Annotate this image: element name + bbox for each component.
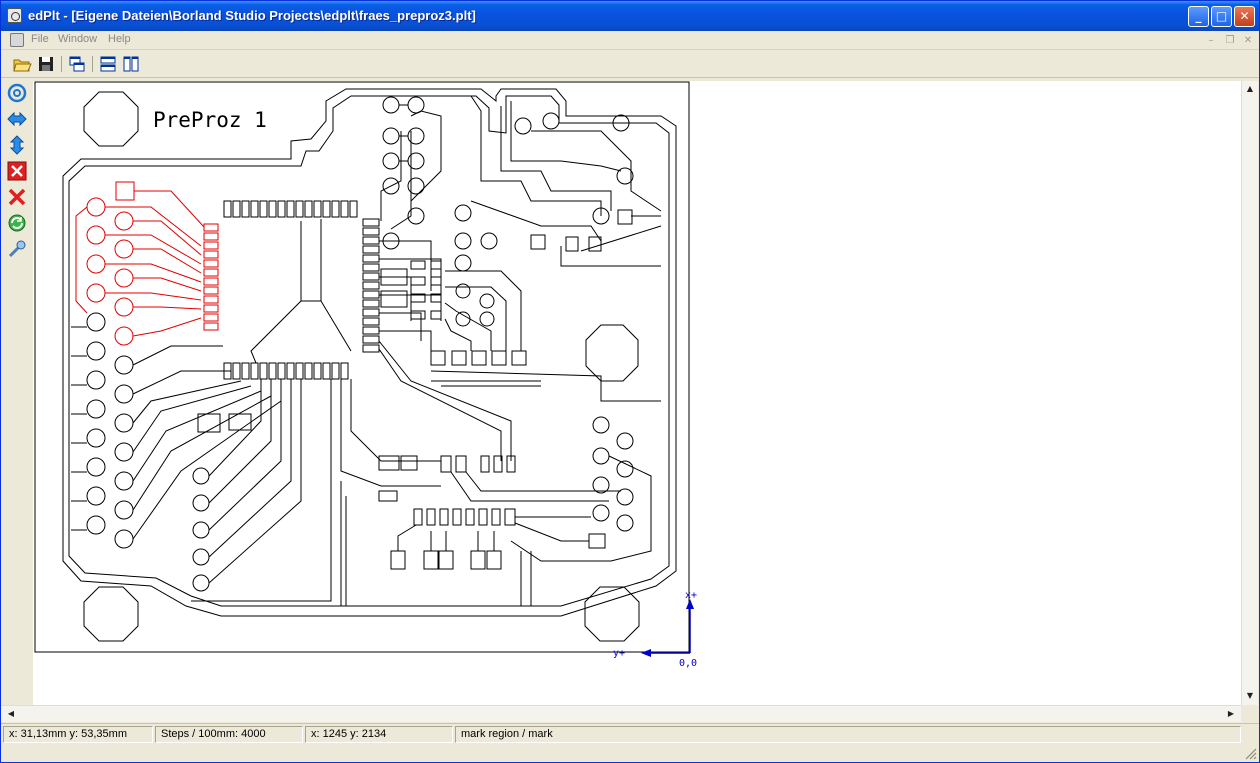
toolbar-separator [92, 56, 93, 72]
top-ic-pads [223, 200, 358, 218]
menu-window[interactable]: Window [58, 33, 98, 45]
delete-box-icon[interactable] [6, 160, 28, 182]
tile-vertical-icon[interactable] [121, 54, 141, 74]
doc-minimize-button[interactable]: – [1208, 35, 1214, 46]
close-button[interactable]: ✕ [1234, 6, 1255, 27]
save-icon[interactable] [36, 54, 56, 74]
open-folder-icon[interactable] [12, 54, 32, 74]
toolbar [1, 51, 1259, 78]
doc-restore-button[interactable]: ❐ [1225, 35, 1235, 46]
title-bar[interactable]: edPlt - [Eigene Dateien\Borland Studio P… [1, 1, 1259, 31]
toolbar-separator [61, 56, 62, 72]
selected-traces[interactable] [75, 181, 219, 346]
menu-bar: File Window Help – ❐ ✕ [1, 31, 1259, 50]
status-bar: x: 31,13mm y: 53,35mm Steps / 100mm: 400… [1, 723, 1259, 743]
x-axis-label: x+ [685, 590, 697, 601]
cross-delete-icon[interactable] [6, 186, 28, 208]
minimize-button[interactable]: _ [1188, 6, 1209, 27]
origin-label: 0,0 [679, 658, 697, 669]
window-title: edPlt - [Eigene Dateien\Borland Studio P… [28, 8, 476, 23]
y-axis-arrow [641, 649, 651, 657]
board-outline [62, 88, 677, 617]
tile-horizontal-icon[interactable] [98, 54, 118, 74]
scroll-up-arrow-icon[interactable]: ▲ [1246, 84, 1254, 93]
scroll-right-arrow-icon[interactable]: ▶ [1227, 709, 1235, 718]
resize-grip-icon[interactable] [1243, 746, 1257, 760]
axes-indicator: x+ y+ 0,0 [613, 590, 697, 669]
scroll-down-arrow-icon[interactable]: ▼ [1246, 691, 1254, 700]
circle-target-icon[interactable] [6, 82, 28, 104]
mounting-hole [585, 324, 639, 382]
middle-right-circuit [380, 260, 541, 387]
arrow-vertical-icon[interactable] [6, 134, 28, 156]
tool-icon[interactable] [6, 238, 28, 260]
document-icon[interactable] [10, 33, 24, 47]
horizontal-scrollbar[interactable]: ◀ ▶ [1, 705, 1241, 722]
refresh-icon[interactable] [6, 212, 28, 234]
mounting-hole [83, 586, 139, 642]
drawing-canvas[interactable]: PreProz 1 [33, 81, 1241, 705]
menu-file[interactable]: File [31, 33, 49, 45]
menu-help[interactable]: Help [108, 33, 131, 45]
status-mode: mark region / mark [455, 726, 1241, 743]
status-steps: Steps / 100mm: 4000 [155, 726, 303, 743]
app-icon[interactable] [7, 8, 22, 23]
doc-close-button[interactable]: ✕ [1243, 35, 1253, 46]
status-position-steps: x: 1245 y: 2134 [305, 726, 453, 743]
mounting-hole [83, 91, 139, 147]
pcb-label: PreProz 1 [153, 108, 267, 132]
arrow-horizontal-icon[interactable] [6, 108, 28, 130]
lower-left-connector [191, 379, 332, 602]
pcb-plot[interactable]: PreProz 1 [33, 81, 1241, 705]
plot-frame [34, 81, 690, 653]
tool-sidebar [1, 79, 33, 706]
top-right-circuit [382, 95, 662, 272]
left-connector-pads [71, 312, 282, 549]
status-position-mm: x: 31,13mm y: 53,35mm [3, 726, 153, 743]
vertical-scrollbar[interactable]: ▲ ▼ [1241, 81, 1258, 705]
cascade-windows-icon[interactable] [67, 54, 87, 74]
maximize-button[interactable]: □ [1211, 6, 1232, 27]
mounting-holes [83, 91, 640, 642]
x-axis-arrow [686, 599, 694, 609]
bottom-right-circuit [345, 416, 652, 607]
scroll-left-arrow-icon[interactable]: ◀ [7, 709, 15, 718]
mounting-hole [584, 586, 640, 642]
y-axis-label: y+ [613, 648, 625, 659]
